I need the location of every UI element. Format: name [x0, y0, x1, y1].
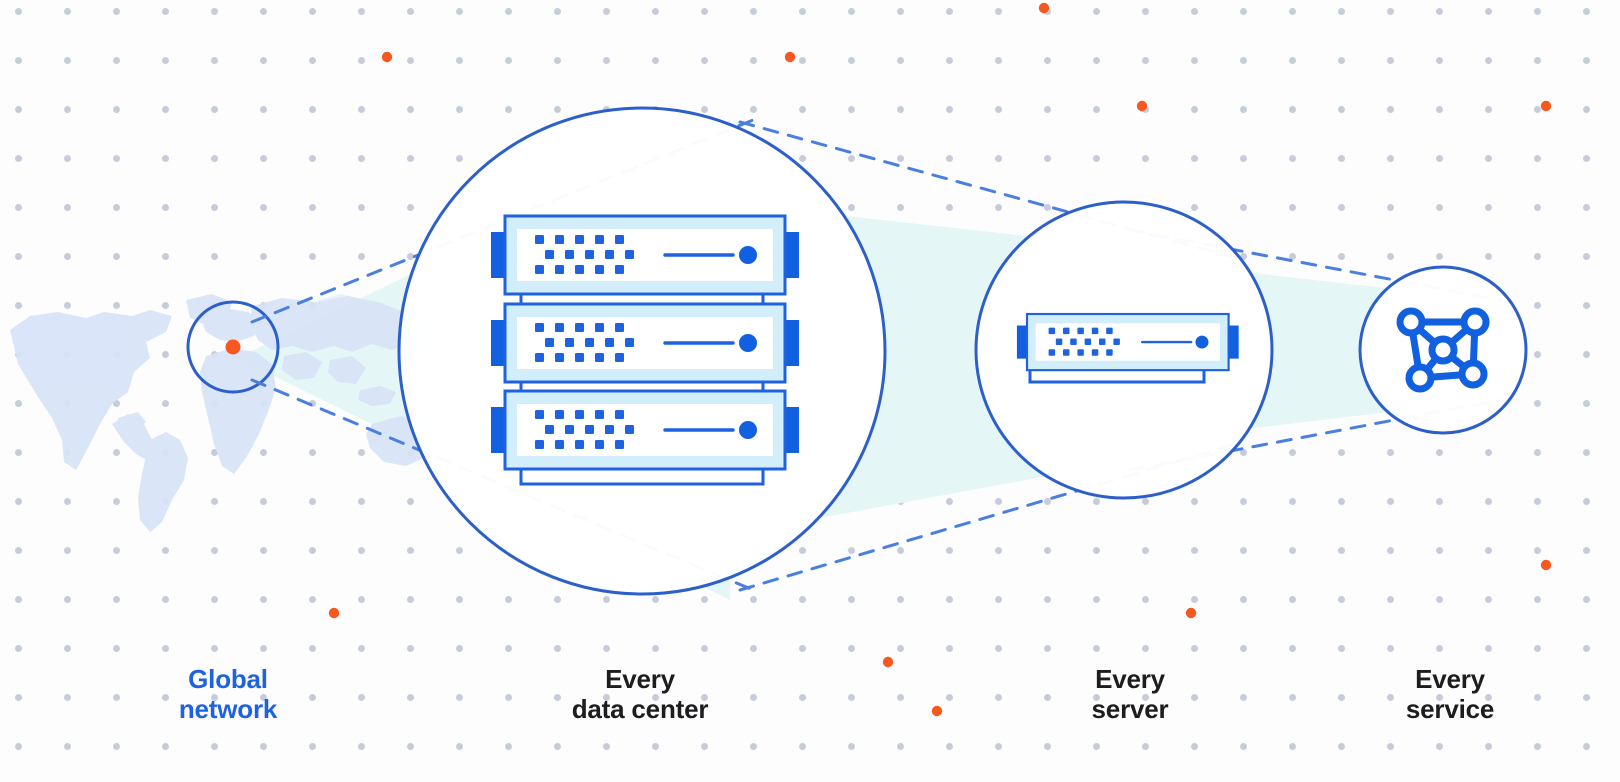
accent-dot [784, 51, 796, 63]
rack-unit-1 [491, 216, 799, 294]
accent-dot [1185, 607, 1197, 619]
accent-dot [931, 705, 943, 717]
graph-node [1458, 359, 1488, 389]
accent-dot [381, 51, 393, 63]
accent-dot [1540, 100, 1552, 112]
accent-dot [328, 607, 340, 619]
rack-unit-3 [491, 391, 799, 469]
global-network-location-marker [225, 339, 241, 355]
accent-dots [328, 2, 1552, 717]
accent-dot [1038, 2, 1050, 14]
global-network-focus-circle [186, 300, 280, 394]
graph-node [1405, 363, 1435, 393]
single-server [1017, 314, 1239, 384]
graph-node [1460, 307, 1490, 337]
network-graph-icon [1396, 307, 1490, 393]
accent-dot [1136, 100, 1148, 112]
world-map [10, 294, 436, 532]
server-rack [491, 216, 799, 486]
accent-dot [1540, 559, 1552, 571]
graph-node [1396, 307, 1426, 337]
accent-dot [882, 656, 894, 668]
graph-node [1428, 335, 1458, 365]
rack-unit-2 [491, 304, 799, 382]
